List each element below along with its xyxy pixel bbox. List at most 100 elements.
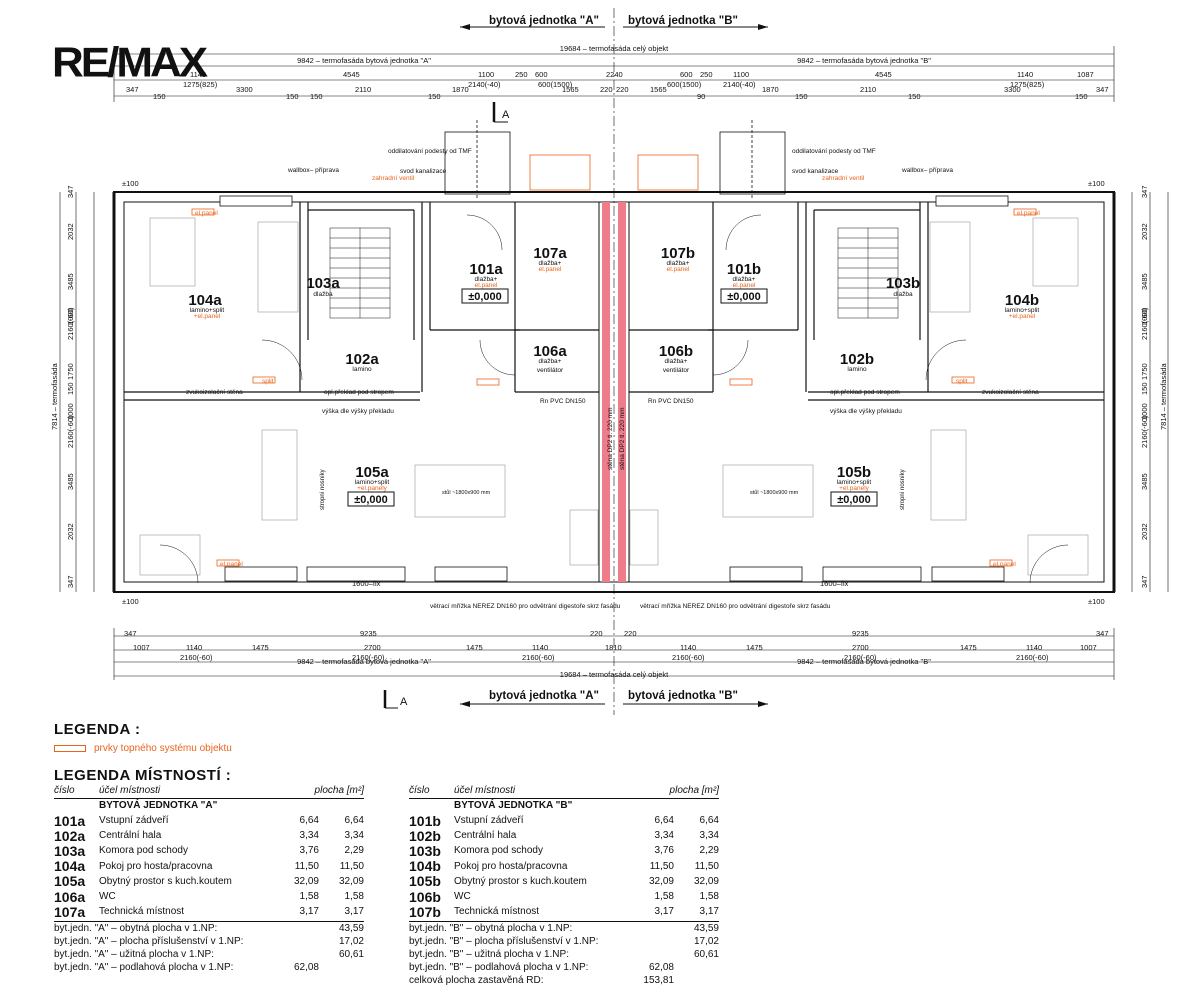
right-side-values: 3472032348510002160(-60)175015010002160(… <box>1140 185 1149 588</box>
cell-a1: 6,64 <box>299 815 319 827</box>
svg-text:104a: 104a <box>188 292 222 309</box>
room-107a: 107a dlažba+ el.panel <box>533 245 567 273</box>
summary-label: byt.jedn. "A" – plocha příslušenství v 1… <box>54 936 244 947</box>
cell-use: WC <box>454 891 471 903</box>
dim: 2110 <box>355 85 371 94</box>
side-dim: 2160(-60) <box>66 415 75 448</box>
dim: 90 <box>697 92 705 101</box>
section-label: A <box>400 696 408 708</box>
dim: 600 <box>535 70 548 79</box>
room-table-b: číslo účel místnosti plocha [m²] BYTOVÁ … <box>409 785 719 987</box>
dim-side-right: 7814 – termofasáda <box>1159 362 1168 430</box>
central-wall-label-a: stěna DP2 tl. 220 mm <box>607 408 614 471</box>
height-note: výška dle výšky překladu <box>322 408 394 415</box>
room-102b: 102b lamino <box>840 351 874 373</box>
split-label: split <box>956 378 968 385</box>
side-dim: 2032 <box>1140 223 1149 240</box>
level-mark: ±100 <box>122 179 139 188</box>
cell-a1: 3,34 <box>299 830 319 842</box>
col-no: číslo <box>54 785 75 796</box>
svg-text:+el.panely: +el.panely <box>357 485 388 492</box>
side-dim: 2032 <box>66 523 75 540</box>
side-dimensions <box>59 192 1169 592</box>
cell-use: Komora pod schody <box>99 845 188 857</box>
heating-strip-a <box>602 202 610 582</box>
cell-a2: 11,50 <box>694 860 719 872</box>
cell-a2: 3,34 <box>699 830 719 842</box>
cell-a1: 11,50 <box>649 860 674 872</box>
dim: 2160(-60) <box>352 653 385 662</box>
dim: 2160(-60) <box>522 653 555 662</box>
wallbox-note: wallbox– příprava <box>287 167 339 174</box>
bottom-dimensions <box>113 628 1115 680</box>
cell-a1: 11,50 <box>294 860 319 872</box>
dim: 220 <box>590 629 603 638</box>
cell-use: Vstupní zádveří <box>454 815 524 827</box>
cell-no: 101a <box>54 812 86 829</box>
dim: 1140 <box>532 643 548 652</box>
side-dim: 3485 <box>66 473 75 490</box>
dim: 1007 <box>1080 643 1097 652</box>
unit-a-top-label: bytová jednotka "A" <box>489 15 599 27</box>
cell-no: 105b <box>409 873 441 890</box>
cell-use: Technická místnost <box>454 906 540 918</box>
cell-use: Centrální hala <box>454 830 517 842</box>
rn-pvc-note: Rn PVC DN150 <box>648 398 694 405</box>
col-use: účel místnosti <box>99 785 161 796</box>
ceiling-note: opl.překlad pod stropem <box>324 389 394 396</box>
cell-a1: 32,09 <box>648 875 674 887</box>
beams-note: stropní nosníky <box>900 469 906 510</box>
col-area: plocha [m²] <box>314 785 364 796</box>
dim: 1810 <box>605 643 622 652</box>
summary-v2: 17,02 <box>693 936 719 947</box>
cell-a1: 1,58 <box>299 891 319 903</box>
dim: 2700 <box>364 643 381 652</box>
floor-plan: bytová jednotka "A" bytová jednotka "B" … <box>50 8 1169 715</box>
entrance-porches <box>444 120 786 200</box>
separation-note: oddilatování podesty od TMF <box>388 148 472 155</box>
dim: 150 <box>795 92 808 101</box>
level-mark: ±100 <box>122 597 139 606</box>
dim: 347 <box>1096 85 1109 94</box>
cell-use: Technická místnost <box>99 906 185 918</box>
dim-overall-top: 19684 – termofasáda celý objekt <box>560 44 669 53</box>
table-header: číslo účel místnosti plocha [m²] <box>54 785 364 799</box>
fixed-window-note: 1600–fix <box>820 579 849 588</box>
svg-text:101b: 101b <box>727 261 761 278</box>
rn-pvc-note: Rn PVC DN150 <box>540 398 586 405</box>
side-dim: 1750 <box>1140 363 1149 380</box>
height-note: výška dle výšky překladu <box>830 408 902 415</box>
summary-v1: 62,08 <box>293 961 319 973</box>
dim: 1870 <box>762 85 779 94</box>
summary-row: byt.jedn. "A" – obytná plocha v 1.NP:43,… <box>54 922 364 935</box>
dim: 2140(-40) <box>723 80 756 89</box>
room-106b: 106b dlažba+ ventilátor <box>659 343 693 374</box>
level-label: ±0,000 <box>468 291 502 303</box>
summary-label: byt.jedn. "B" – užitná plocha v 1.NP: <box>409 948 569 960</box>
acoustic-wall-note: zvukoizolační stěna <box>186 389 243 396</box>
side-dim: 3485 <box>66 273 75 290</box>
level-mark: ±100 <box>1088 179 1105 188</box>
cell-a1: 6,64 <box>654 815 674 827</box>
cell-no: 103a <box>54 842 86 859</box>
cell-a2: 1,58 <box>344 891 364 903</box>
dim: 9235 <box>360 629 377 638</box>
dim: 3300 <box>1004 85 1021 94</box>
cell-no: 106b <box>409 888 441 905</box>
legend-heating: prvky topného systému objektu <box>54 743 232 754</box>
cell-a1: 3,17 <box>654 906 674 918</box>
unit-title: BYTOVÁ JEDNOTKA "B" <box>454 800 573 811</box>
unit-title: BYTOVÁ JEDNOTKA "A" <box>99 800 218 811</box>
dim: 150 <box>428 92 441 101</box>
dim: 1140 <box>186 643 202 652</box>
vent-grille-note: větrací mřížka NEREZ DN160 pro odvětrání… <box>640 603 831 610</box>
room-101a: 101a dlažba+ el.panel ±0,000 <box>461 261 509 304</box>
cell-a2: 3,17 <box>344 906 364 918</box>
cell-no: 101b <box>409 812 441 829</box>
dim: 1275(825) <box>183 80 218 89</box>
